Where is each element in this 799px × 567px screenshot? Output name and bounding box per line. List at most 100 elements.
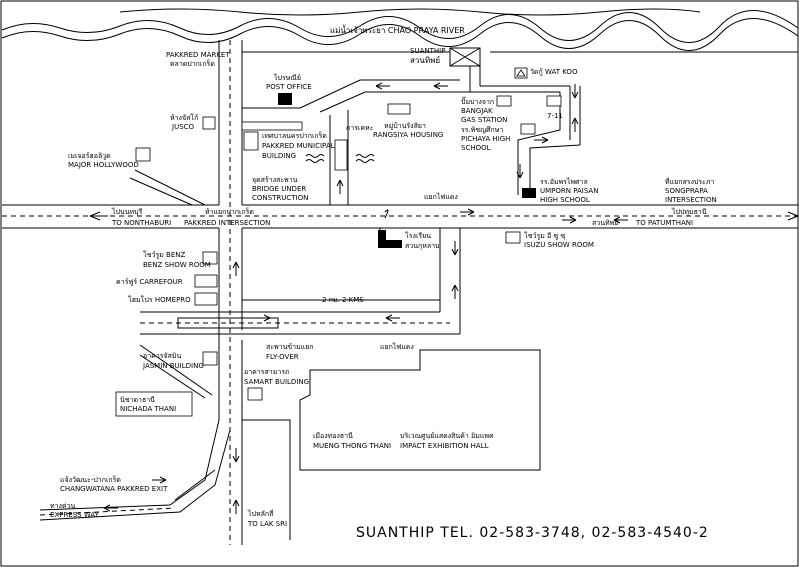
municipal-building: เทศบาลนครปากเกร็ด PAKKRED MUNICIPAL BUIL… xyxy=(241,121,335,160)
changwatana-label-th: แจ้งวัฒนะ-ปากเกร็ด xyxy=(60,475,121,484)
expressway-label-en: EXPRESS WAY xyxy=(50,511,100,519)
carrefour: คาร์ฟูร์ CARREFOUR xyxy=(116,274,218,288)
nichada-label-en: NICHADA THANI xyxy=(120,405,176,413)
distance-label: 2 กม. 2 KMS xyxy=(322,296,364,304)
expressway-label-th: ทางด่วน xyxy=(50,502,75,510)
municipal-label-en1: PAKKRED MUNICIPAL xyxy=(262,142,335,150)
pakkred-intersection-en: PAKKRED INTERSECTION xyxy=(184,219,270,227)
post-office-label-th: ไปรษณีย์ xyxy=(273,73,301,82)
major-label-th: เมเจอร์ฮอลิวูด xyxy=(68,152,111,160)
wat-koo: วัดกู้ WAT KOO xyxy=(514,67,578,79)
tiwanon-road xyxy=(218,40,243,545)
songprapa-label-th: ที่แยกสรงประภา xyxy=(665,177,714,186)
pakkred-market-label-en: PAKKRED MARKET xyxy=(166,51,230,59)
bridge-construction: จุดสร้างสะพาน BRIDGE UNDER CONSTRUCTION xyxy=(252,176,308,202)
pichaya-label-en2: SCHOOL xyxy=(461,144,491,152)
jusco-label-en: JUSCO xyxy=(171,123,195,131)
wat-koo-label: วัดกู้ WAT KOO xyxy=(530,68,578,76)
seven-eleven-label: 7-11 xyxy=(547,112,563,120)
changwatana-label-en: CHANGWATANA PAKKRED EXIT xyxy=(60,485,168,493)
lak-si-label-th: ไปหลักสี่ xyxy=(247,509,274,518)
rangsiya-label-en: RANGSIYA HOUSING xyxy=(373,131,443,139)
umporn-label-en1: UMPORN PAISAN xyxy=(540,187,598,195)
suanthip-label-th: สวนทิพย์ xyxy=(410,55,440,65)
isuzu-label-en: ISUZU SHOW ROOM xyxy=(524,241,594,249)
bangjak-label-th: ปั๊มบางจาก xyxy=(461,96,494,106)
major-label-en: MAJOR HOLLYWOOD xyxy=(68,161,139,169)
pichaya-school: รร.พิชญศึกษา PICHAYA HIGH SCHOOL xyxy=(461,123,536,152)
school-label-th: โรงเรียน xyxy=(405,231,431,240)
pichaya-label-th: รร.พิชญศึกษา xyxy=(461,125,503,134)
lak-si-label-en: TO LAK SRI xyxy=(247,520,287,528)
river: แม่น้ำเจ้าพระยา CHAO PRAYA RIVER xyxy=(1,8,799,51)
post-office-label-en: POST OFFICE xyxy=(266,83,312,91)
to-pathumthani-en: TO PATUMTHANI xyxy=(635,219,693,227)
post-office: ไปรษณีย์ POST OFFICE xyxy=(266,73,312,105)
flyover-label-en: FLY-OVER xyxy=(266,353,299,361)
direction-arrows xyxy=(103,82,628,514)
rangsiya-housing: การเคหะ หมู่บ้านรังสิยา RANGSIYA HOUSING xyxy=(346,103,443,139)
suanthip-label-en: SUANTHIP xyxy=(410,47,445,55)
bangjak-label-en2: GAS STATION xyxy=(461,116,507,124)
homepro: โฮมโปร HOMEPRO xyxy=(128,292,218,306)
nichada-thani: นิชาดาธานี NICHADA THANI xyxy=(115,391,193,417)
nichada-label-th: นิชาดาธานี xyxy=(120,396,155,404)
samart-label-th: อาคารสามารถ xyxy=(244,368,289,376)
songprapa-label-en2: INTERSECTION xyxy=(665,196,717,204)
bridge-label-en1: BRIDGE UNDER xyxy=(252,185,306,193)
kanakha-label: การเคหะ xyxy=(346,124,374,132)
umporn-school: รร.อัมพรไพศาล UMPORN PAISAN HIGH SCHOOL xyxy=(522,177,598,204)
rangsiya-label-th: หมู่บ้านรังสิยา xyxy=(384,122,426,130)
upper-roads xyxy=(242,51,798,205)
jasmin-label-en: JASMIN BUILDING xyxy=(142,362,204,370)
municipal-label-en2: BUILDING xyxy=(262,152,296,160)
school-label-th2: สวนกุหลาบ xyxy=(405,242,440,250)
traffic-light-label-2: แยกไฟแดง xyxy=(380,342,414,351)
impact-label-en: IMPACT EXHIBITION HALL xyxy=(400,442,489,450)
benz-showroom: โชว์รูม BENZ BENZ SHOW ROOM xyxy=(143,250,218,269)
main-road xyxy=(2,204,799,229)
jasmin-label-th: อาคารจัสมิน xyxy=(143,352,181,360)
jasmin-building: อาคารจัสมิน JASMIN BUILDING xyxy=(142,351,218,370)
jusco-label-th: ห้างจัสโก้ xyxy=(170,113,198,122)
mueng-label-en: MUENG THONG THANI xyxy=(313,442,391,450)
mueng-label-th: เมืองทองธานี xyxy=(313,432,353,440)
flyover-label-th: สะพานข้ามแยก xyxy=(266,343,314,351)
homepro-label: โฮมโปร HOMEPRO xyxy=(128,295,191,304)
bangjak-gas-station: ปั๊มบางจาก BANGJAK GAS STATION xyxy=(461,95,512,124)
samart-building: อาคารสามารถ SAMART BUILDING xyxy=(244,368,309,401)
municipal-label-th: เทศบาลนครปากเกร็ด xyxy=(262,131,327,140)
suanthip-road-label: สวนทิพย์ xyxy=(592,219,618,227)
map-title: SUANTHIP TEL. 02-583-3748, 02-583-4540-2 xyxy=(356,525,709,541)
carrefour-label: คาร์ฟูร์ CARREFOUR xyxy=(116,278,183,286)
umporn-label-th: รร.อัมพรไพศาล xyxy=(540,177,588,186)
umporn-label-en2: HIGH SCHOOL xyxy=(540,196,590,204)
construction-marks xyxy=(305,139,375,171)
bangjak-label-en1: BANGJAK xyxy=(461,107,493,115)
samart-label-en: SAMART BUILDING xyxy=(244,378,309,386)
pakkred-market-label-th: ตลาดปากเกร็ด xyxy=(170,59,215,68)
river-label: แม่น้ำเจ้าพระยา CHAO PRAYA RIVER xyxy=(330,24,465,35)
benz-label-en: BENZ SHOW ROOM xyxy=(143,261,211,269)
isuzu-showroom: โชว์รูม อี ซู ซุ ISUZU SHOW ROOM xyxy=(505,231,594,249)
impact-label-th: บริเวณศูนย์แสดงสินค้า อิมแพค xyxy=(400,432,494,440)
pichaya-label-en1: PICHAYA HIGH xyxy=(461,135,510,143)
to-nonthaburi-th: ไปนนทบุรี xyxy=(111,207,143,216)
traffic-light-label-1: แยกไฟแดง xyxy=(424,192,458,201)
isuzu-label-th: โชว์รูม อี ซู ซุ xyxy=(524,231,565,240)
bridge-label-th: จุดสร้างสะพาน xyxy=(252,176,298,184)
bridge-label-en2: CONSTRUCTION xyxy=(252,194,308,202)
suanthip-marker: SUANTHIP สวนทิพย์ xyxy=(410,47,481,67)
seven-eleven: 7-11 xyxy=(546,95,563,120)
major-hollywood: เมเจอร์ฮอลิวูด MAJOR HOLLYWOOD xyxy=(68,147,151,169)
songprapa-intersection: ที่แยกสรงประภา SONGPRAPA INTERSECTION xyxy=(665,177,717,204)
songprapa-label-en1: SONGPRAPA xyxy=(665,187,708,195)
to-nonthaburi-en: TO NONTHABURI xyxy=(111,219,171,227)
to-pathumthani-th: ไปปทุมธานี xyxy=(671,207,707,216)
pakkred-intersection-th: ห้าแยกปากเกร็ด xyxy=(205,207,254,216)
suan-kularb-school: โรงเรียน สวนกุหลาบ xyxy=(378,230,440,250)
benz-label-th: โชว์รูม BENZ xyxy=(143,250,186,259)
exhibition-roads xyxy=(242,349,541,540)
